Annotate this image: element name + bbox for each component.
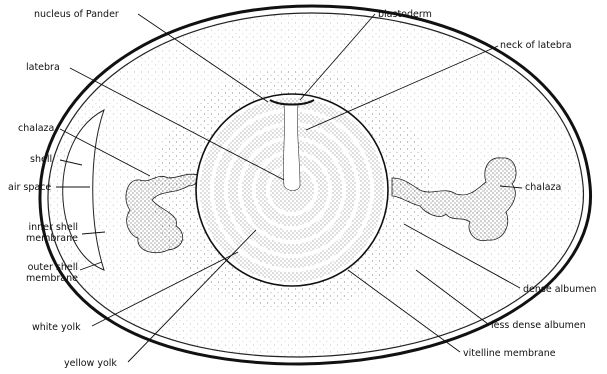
- label-vitelline-membrane: vitelline membrane: [463, 348, 556, 359]
- label-chalaza-left: chalaza: [18, 123, 54, 134]
- latebra: [283, 104, 300, 191]
- label-inner-shell-membrane: inner shell membrane: [2, 222, 78, 244]
- label-nucleus-of-pander: nucleus of Pander: [34, 9, 119, 20]
- label-white-yolk: white yolk: [32, 322, 81, 333]
- label-latebra: latebra: [26, 62, 60, 73]
- label-chalaza-right: chalaza: [525, 182, 561, 193]
- label-neck-of-latebra: neck of latebra: [500, 40, 572, 51]
- label-less-dense-albumen: less dense albumen: [491, 320, 586, 331]
- label-yellow-yolk: yellow yolk: [64, 358, 117, 369]
- label-dense-albumen: dense albumen: [523, 284, 596, 295]
- label-blastoderm: blastoderm: [378, 9, 432, 20]
- label-shell: shell: [30, 154, 52, 165]
- label-air-space: air space: [8, 182, 51, 193]
- label-outer-shell-membrane: outer shell membrane: [2, 262, 78, 284]
